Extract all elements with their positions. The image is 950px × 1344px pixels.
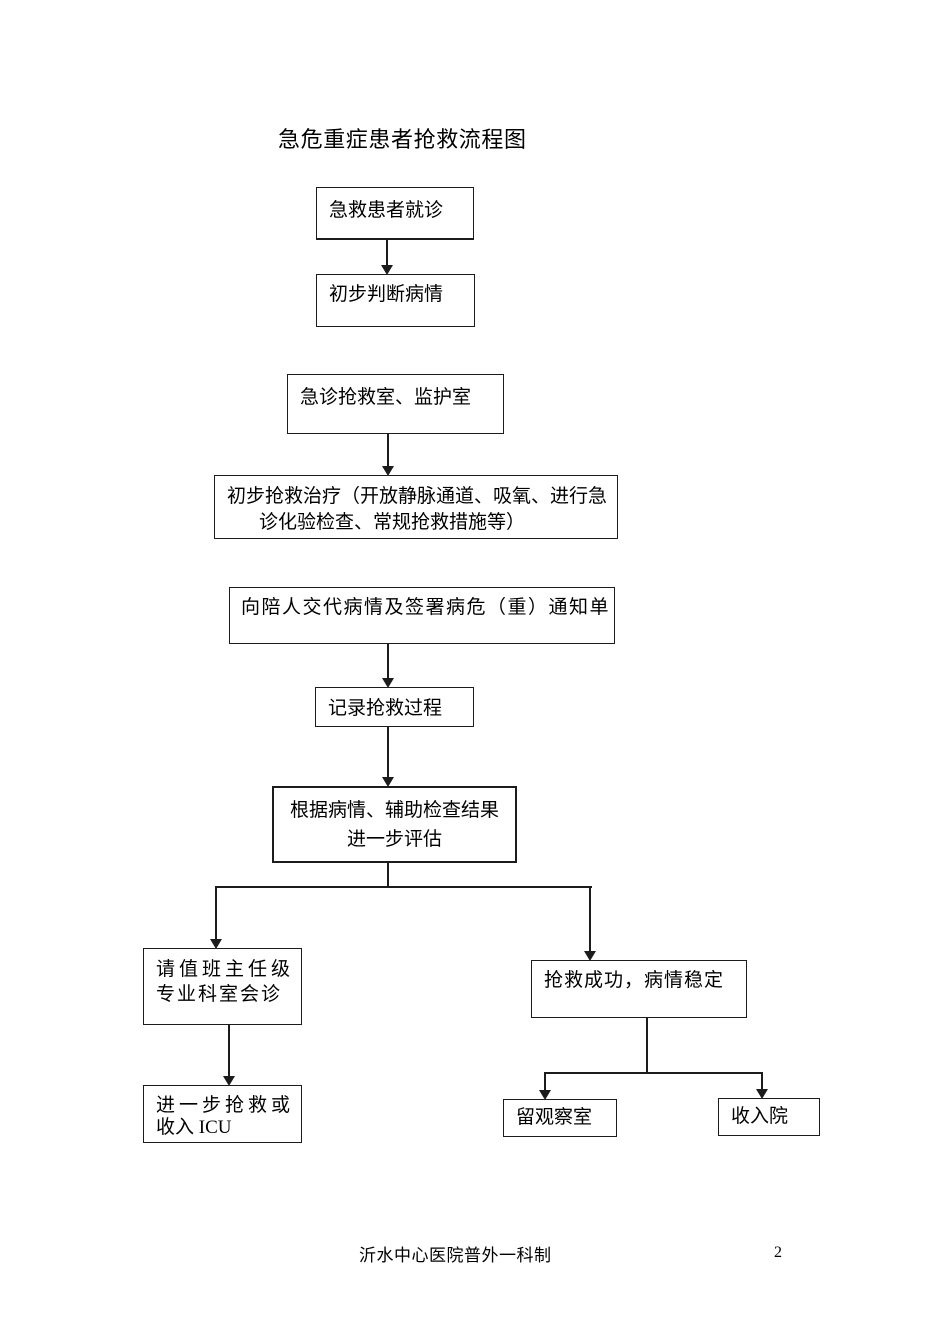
page-number: 2 bbox=[774, 1244, 782, 1261]
footer-department-text: 沂水中心医院普外一科制 bbox=[359, 1246, 552, 1265]
flow-box-initial-treatment: 初步抢救治疗（开放静脉通道、吸氧、进行急 诊化验检查、常规抢救措施等） bbox=[214, 475, 618, 539]
flow-box-consult-chief: 请值班主任级 专业科室会诊 bbox=[143, 948, 302, 1025]
flow-box-emergency-visit: 急救患者就诊 bbox=[316, 187, 474, 240]
flow-box-record-rescue: 记录抢救过程 bbox=[315, 687, 474, 727]
flow-box-further-evaluation-line2: 进一步评估 bbox=[346, 829, 442, 850]
flow-box-rescue-success: 抢救成功，病情稳定 bbox=[531, 960, 747, 1018]
flow-box-initial-judgment-label: 初步判断病情 bbox=[329, 284, 444, 305]
connector-evaluation-stem bbox=[387, 862, 389, 887]
flow-box-rescue-room-label: 急诊抢救室、监护室 bbox=[300, 387, 472, 408]
flow-box-initial-judgment: 初步判断病情 bbox=[316, 274, 475, 327]
flow-box-further-rescue-icu: 进一步抢救或 收入 ICU bbox=[143, 1085, 302, 1143]
flow-box-inform-family-label: 向陪人交代病情及签署病危（重）通知单 bbox=[241, 597, 611, 618]
flow-box-rescue-success-label: 抢救成功，病情稳定 bbox=[544, 970, 725, 991]
flow-box-record-rescue-label: 记录抢救过程 bbox=[328, 698, 443, 719]
flow-box-observation-room: 留观察室 bbox=[503, 1099, 617, 1137]
flow-box-hospital-admission-label: 收入院 bbox=[731, 1106, 789, 1127]
flow-box-consult-chief-line2: 专业科室会诊 bbox=[156, 984, 283, 1005]
flow-box-hospital-admission: 收入院 bbox=[718, 1098, 820, 1136]
flow-box-emergency-visit-label: 急救患者就诊 bbox=[329, 200, 444, 221]
flow-box-initial-treatment-line1: 初步抢救治疗（开放静脉通道、吸氧、进行急 bbox=[227, 486, 608, 507]
flow-box-further-rescue-icu-line2: 收入 ICU bbox=[156, 1117, 232, 1138]
flow-box-inform-family: 向陪人交代病情及签署病危（重）通知单 bbox=[229, 587, 615, 644]
page-title: 急危重症患者抢救流程图 bbox=[278, 127, 527, 152]
flow-box-further-evaluation: 根据病情、辅助检查结果 进一步评估 bbox=[272, 786, 517, 863]
connector-success-stem bbox=[646, 1017, 648, 1074]
flow-box-further-rescue-icu-line1: 进一步抢救或 bbox=[156, 1095, 295, 1116]
flow-box-initial-treatment-line2: 诊化验检查、常规抢救措施等） bbox=[259, 512, 526, 533]
flow-box-further-evaluation-line1: 根据病情、辅助检查结果 bbox=[289, 800, 499, 821]
flow-box-observation-room-label: 留观察室 bbox=[516, 1107, 593, 1128]
flow-box-rescue-room: 急诊抢救室、监护室 bbox=[287, 374, 504, 434]
connector-evaluation-branch-line bbox=[215, 886, 592, 888]
flow-box-consult-chief-line1: 请值班主任级 bbox=[156, 959, 295, 980]
connector-success-branch-line bbox=[544, 1072, 763, 1074]
